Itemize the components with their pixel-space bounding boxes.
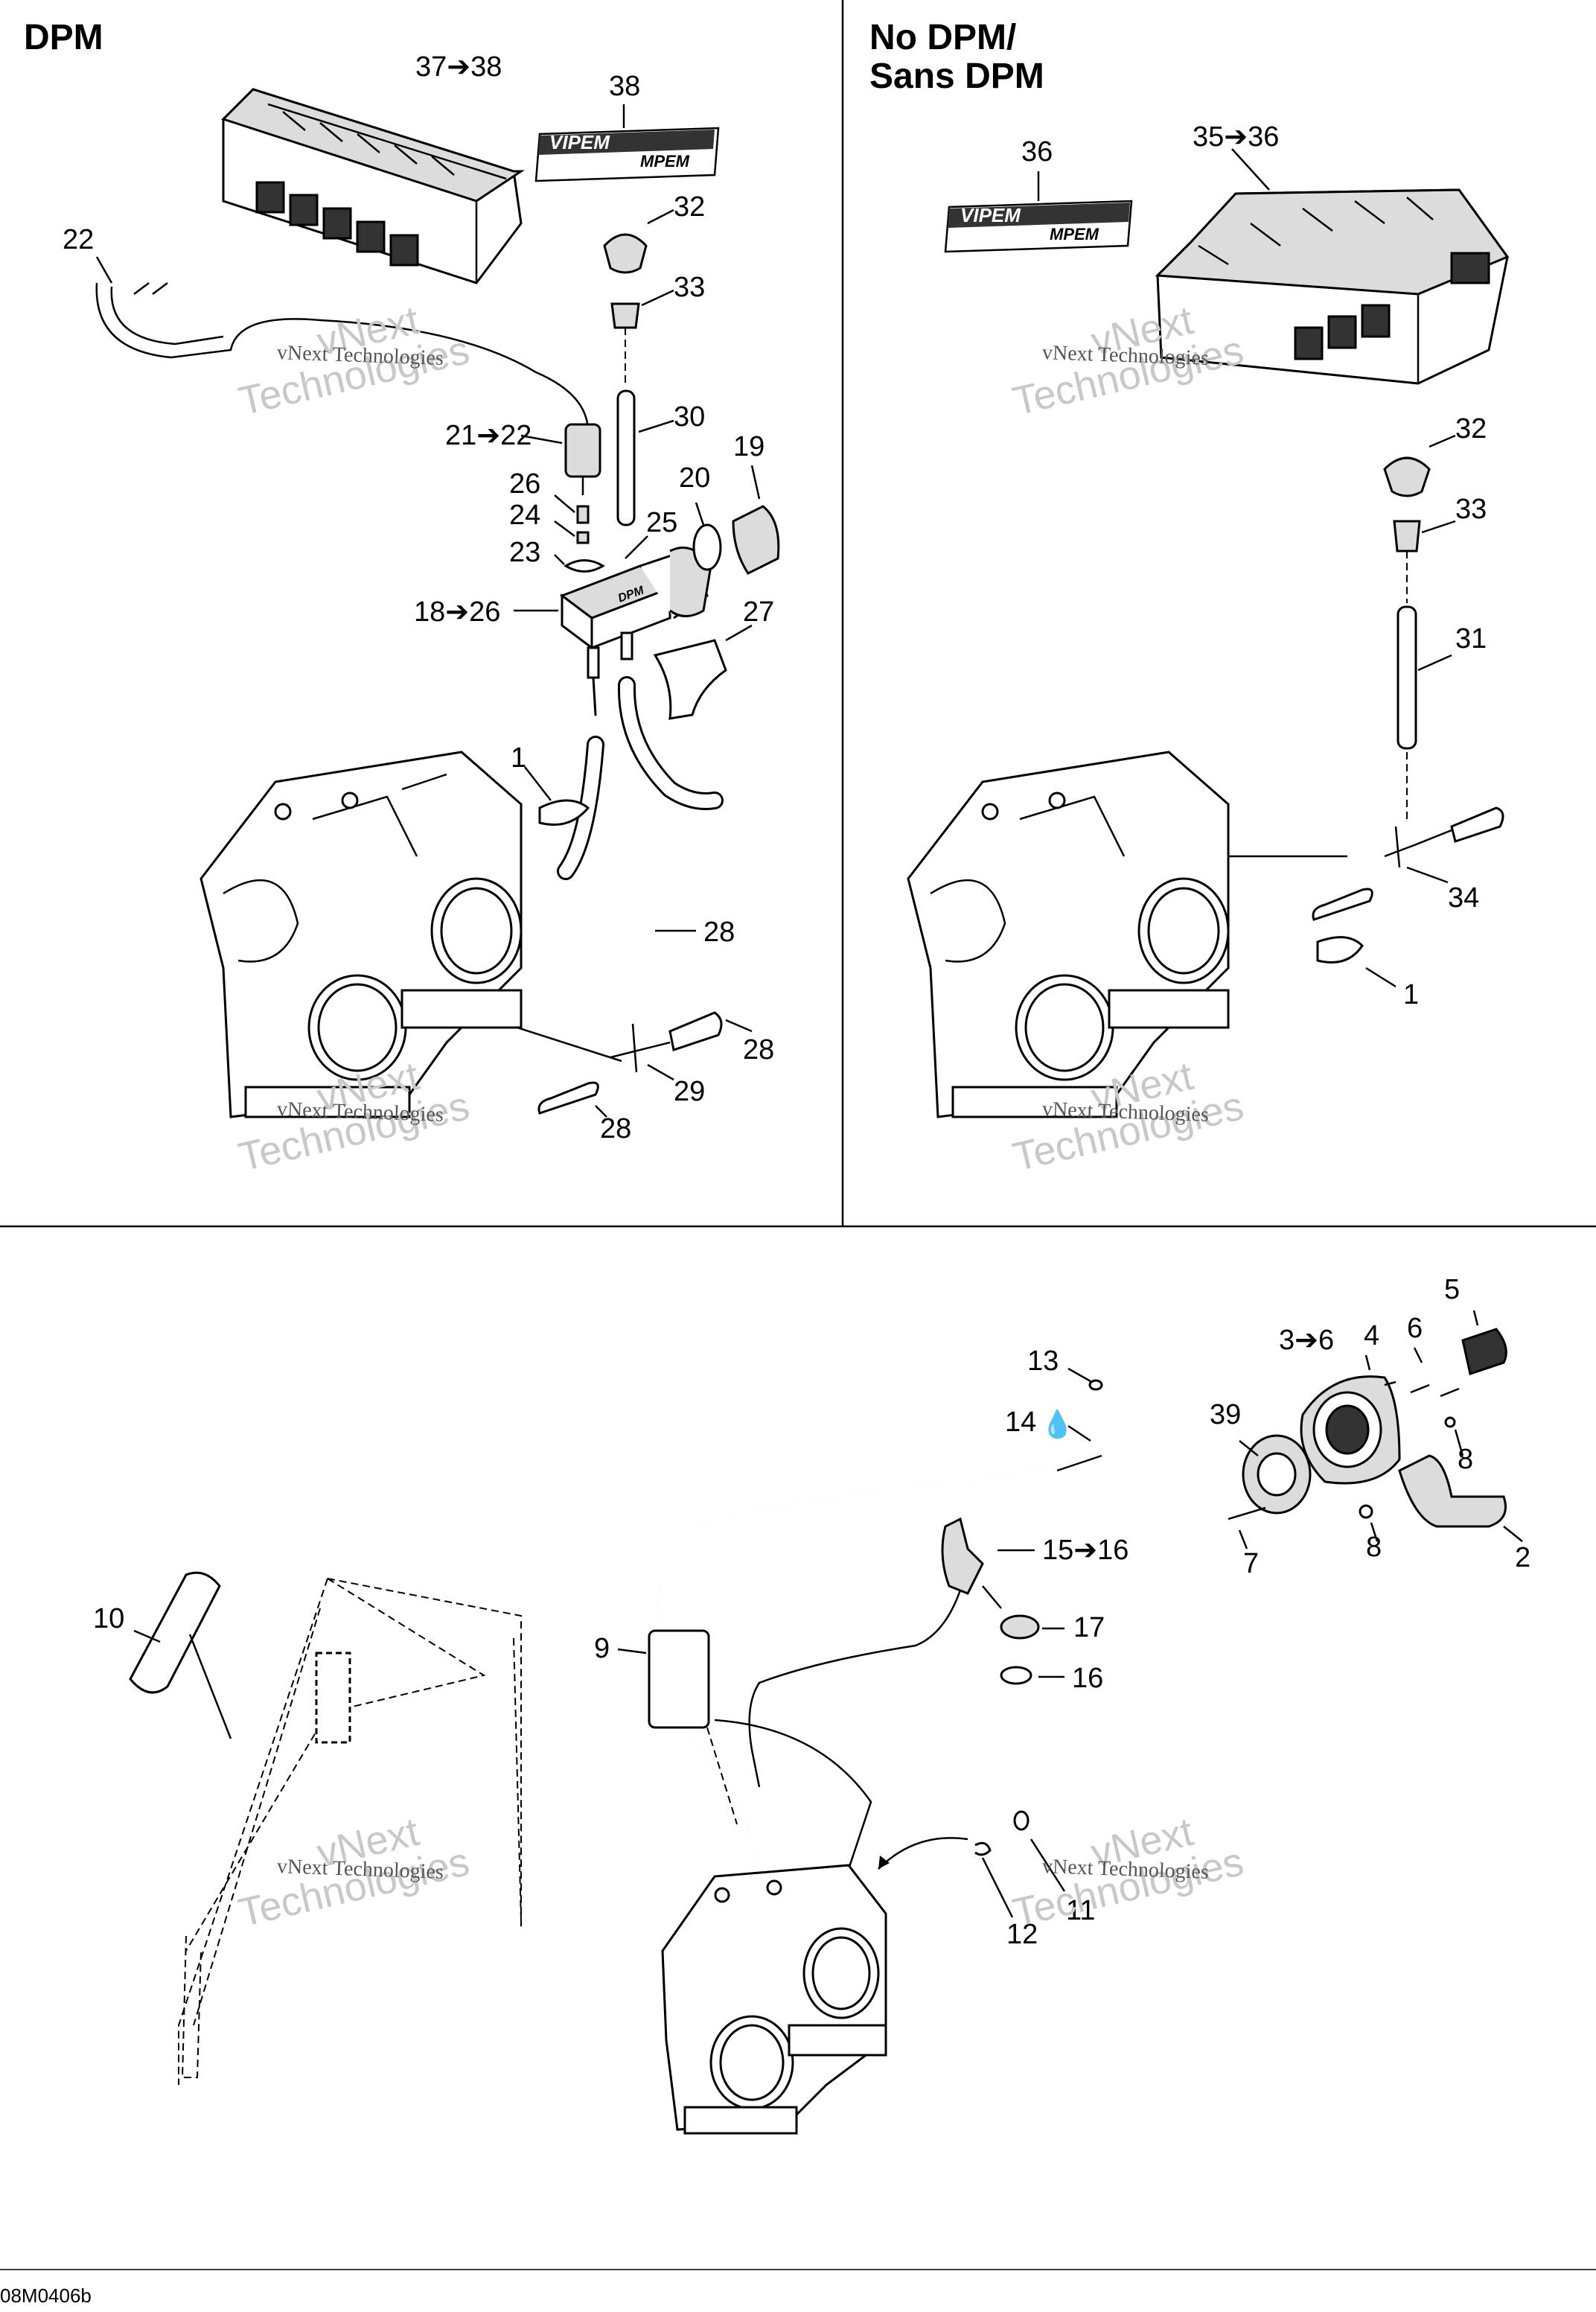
steering-frame	[178, 1578, 522, 2085]
carburetor-assembly-nodpm	[907, 751, 1230, 1118]
carburetor-assembly-dpm	[200, 751, 523, 1118]
throttle-housing	[1300, 1375, 1401, 1485]
callout-12: 12	[1006, 1919, 1038, 1950]
callout-14: 14	[1005, 1407, 1037, 1438]
callout-34: 34	[1448, 882, 1480, 914]
callout-32: 32	[674, 191, 706, 223]
callout-39: 39	[1210, 1399, 1242, 1430]
callout-6: 6	[1407, 1313, 1423, 1344]
handlebar-grip	[129, 1571, 221, 1694]
callout-2: 2	[1515, 1542, 1531, 1573]
callout-15-16: 15➔16	[1042, 1535, 1129, 1566]
rubber-cap	[603, 233, 648, 274]
callout-35-36: 35➔36	[1193, 121, 1280, 153]
callout-18-26: 18➔26	[414, 596, 501, 628]
connector	[564, 423, 601, 478]
callout-26: 26	[509, 468, 541, 500]
throttle-lever	[1398, 1454, 1507, 1528]
callout-8: 8	[1366, 1532, 1382, 1563]
callout-8: 8	[1458, 1444, 1474, 1475]
callout-33: 33	[1455, 494, 1487, 525]
callout-27: 27	[743, 596, 775, 628]
droplet-icon: 💧	[1041, 1409, 1074, 1439]
callout-20: 20	[679, 462, 711, 494]
callout-30: 30	[674, 401, 706, 433]
callout-37-38: 37➔38	[415, 51, 502, 83]
callout-16: 16	[1072, 1663, 1104, 1694]
callout-36: 36	[1021, 136, 1053, 168]
drawing-code: 08M0406b	[0, 2284, 92, 2307]
t-fitting	[1384, 826, 1452, 868]
fitting	[610, 302, 640, 329]
callout-17: 17	[1073, 1612, 1105, 1643]
callout-28: 28	[703, 917, 735, 948]
filter-cap	[732, 505, 780, 575]
mounting-clip	[653, 639, 727, 720]
nut	[1000, 1614, 1040, 1640]
callout-31: 31	[1455, 623, 1487, 655]
callout-4: 4	[1364, 1320, 1380, 1351]
callout-29: 29	[674, 1076, 706, 1107]
mpem-module-dpm	[221, 88, 525, 284]
mpem-module-nodpm	[1155, 188, 1510, 385]
throttle-cable	[657, 1450, 1099, 1944]
vent-tube	[616, 389, 636, 526]
sticker-vipem-label: VIPEM	[960, 204, 1021, 226]
callout-1: 1	[511, 742, 527, 774]
callout-9: 9	[594, 1633, 610, 1664]
callout-10: 10	[93, 1603, 125, 1634]
cable-junction	[648, 1629, 710, 1729]
sticker-mpem-label: MPEM	[1050, 225, 1099, 243]
wire-harness	[95, 282, 590, 433]
callout-25: 25	[646, 507, 678, 538]
callout-33: 33	[674, 272, 706, 303]
connector	[1461, 1328, 1507, 1375]
callout-7: 7	[1243, 1548, 1260, 1579]
callout-22: 22	[63, 224, 95, 255]
callout-13: 13	[1027, 1346, 1059, 1377]
callout-5: 5	[1444, 1274, 1461, 1305]
rubber-cap	[1383, 456, 1431, 497]
callout-28: 28	[743, 1034, 775, 1066]
callout-1: 1	[1403, 979, 1420, 1010]
callout-32: 32	[1455, 413, 1487, 445]
callout-24: 24	[509, 500, 541, 531]
dpm-valve-body	[559, 547, 712, 679]
throttle-sensor	[941, 1517, 984, 1595]
callout-3-6: 3➔6	[1279, 1325, 1335, 1356]
panel-title-nodpm-line1: No DPM/	[869, 18, 1017, 57]
o-ring	[692, 523, 722, 571]
callout-11: 11	[1066, 1895, 1096, 1926]
panel-title-dpm: DPM	[24, 18, 103, 57]
sticker-mpem-label: MPEM	[640, 152, 689, 171]
vipem-mpem-sticker-nodpm	[944, 200, 1133, 253]
vent-tube	[1396, 605, 1417, 750]
carburetor-assembly-bottom	[661, 1864, 887, 2135]
callout-21-22: 21➔22	[445, 420, 532, 451]
washer	[1000, 1666, 1032, 1685]
callout-19: 19	[733, 431, 765, 462]
vipem-mpem-sticker-dpm	[534, 127, 720, 182]
callout-23: 23	[509, 537, 541, 568]
panel-title-nodpm-line2: Sans DPM	[869, 57, 1044, 96]
sticker-vipem-label: VIPEM	[549, 131, 610, 153]
callout-28: 28	[600, 1113, 632, 1144]
fitting	[1393, 520, 1421, 552]
callout-38: 38	[609, 71, 641, 102]
